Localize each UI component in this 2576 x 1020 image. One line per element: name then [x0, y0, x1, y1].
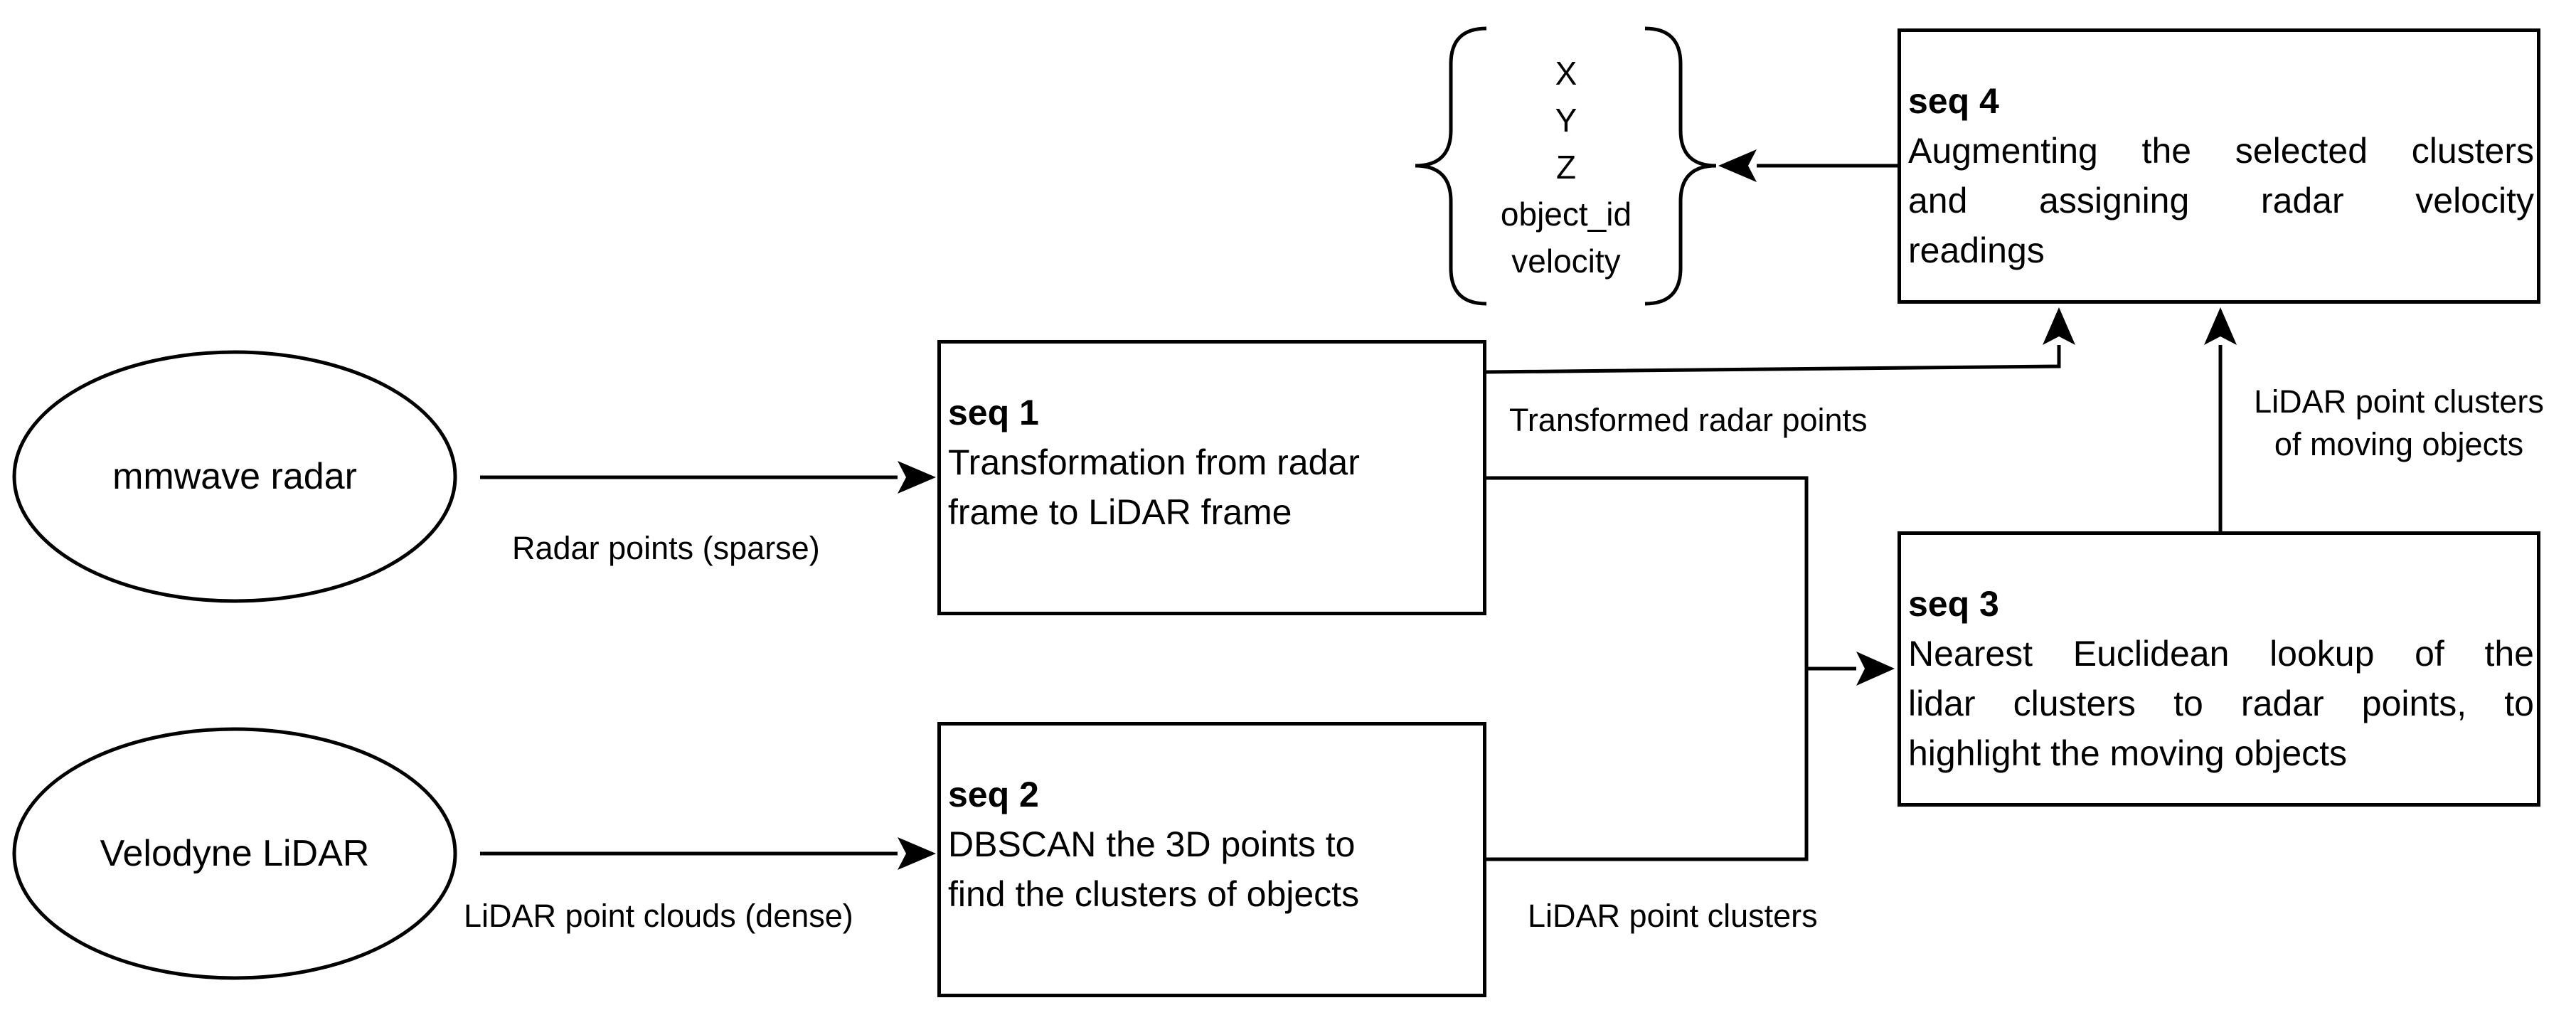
edge-seq1-to-seq3 — [1486, 476, 1809, 669]
output-right-brace — [1644, 26, 1717, 306]
arrowhead-radar-to-seq1 — [898, 461, 936, 494]
mmwave-radar-label: mmwave radar — [112, 456, 357, 497]
output-field-velocity: velocity — [1511, 243, 1621, 280]
edge-seq2-to-seq3 — [1486, 669, 1809, 861]
edge-label-radar-points: Radar points (sparse) — [512, 530, 820, 566]
velodyne-lidar-label: Velodyne LiDAR — [100, 833, 370, 874]
edge-label-transformed-radar-points: Transformed radar points — [1509, 402, 1868, 438]
output-field-z: Z — [1555, 149, 1577, 186]
seq1-line-2: frame to LiDAR frame — [948, 492, 1292, 532]
mmwave-radar-node — [12, 350, 457, 603]
output-field-y: Y — [1555, 102, 1577, 139]
seq2-box: seq 2 DBSCAN the 3D points to find the c… — [937, 722, 1486, 997]
edge-label-moving-clusters: LiDAR point clusters of moving objects — [2225, 381, 2573, 466]
arrowhead-merge-to-seq3 — [1856, 652, 1895, 686]
seq3-box: seq 3 Nearest Euclidean lookup of the li… — [1898, 531, 2540, 807]
arrowhead-seq4-to-output — [1718, 149, 1757, 182]
seq2-line-1: DBSCAN the 3D points to — [948, 824, 1356, 864]
seq1-box: seq 1 Transformation from radar frame to… — [937, 340, 1486, 615]
seq1-line-1: Transformation from radar — [948, 442, 1360, 482]
edge-label-lidar-point-clusters: LiDAR point clusters — [1528, 898, 1818, 934]
output-field-x: X — [1555, 55, 1577, 92]
output-left-brace — [1415, 26, 1487, 306]
arrowhead-lidar-to-seq2 — [898, 837, 936, 870]
seq2-title: seq 2 — [948, 775, 1039, 814]
seq3-line-3: highlight the moving objects — [1908, 733, 2348, 773]
velodyne-lidar-node — [12, 727, 457, 980]
output-field-object-id: object_id — [1500, 196, 1632, 233]
seq3-title: seq 3 — [1908, 584, 1999, 624]
edge-label-lidar-point-clouds: LiDAR point clouds (dense) — [464, 898, 853, 934]
output-fields: X Y Z object_id velocity — [1465, 50, 1667, 285]
seq4-line-2: and assigning radar velocity — [1908, 181, 2534, 221]
seq3-line-2: lidar clusters to radar points, to — [1908, 684, 2534, 723]
edge-label-moving-clusters-line-2: of moving objects — [2274, 426, 2524, 462]
seq4-line-3: readings — [1908, 230, 2045, 270]
seq4-box: seq 4 Augmenting the selected clusters a… — [1898, 28, 2540, 304]
edge-seq1-to-seq4 — [1486, 345, 2061, 374]
seq2-line-2: find the clusters of objects — [948, 874, 1360, 914]
edge-label-moving-clusters-line-1: LiDAR point clusters — [2254, 383, 2544, 420]
arrowhead-seq3-to-seq4 — [2204, 307, 2237, 345]
seq3-line-1: Nearest Euclidean lookup of the — [1908, 634, 2534, 674]
seq4-title: seq 4 — [1908, 81, 1999, 121]
seq4-line-1: Augmenting the selected clusters — [1908, 131, 2534, 171]
arrowhead-seq1-to-seq4 — [2043, 307, 2075, 345]
seq1-title: seq 1 — [948, 393, 1039, 432]
